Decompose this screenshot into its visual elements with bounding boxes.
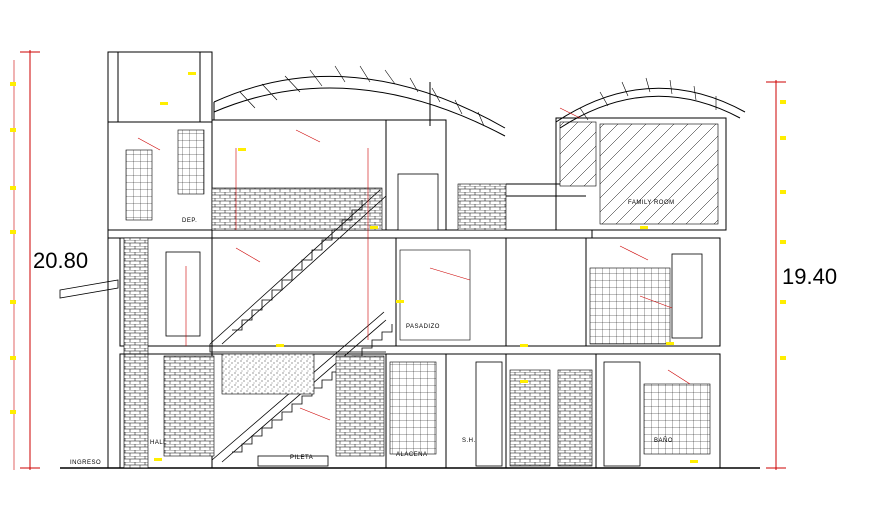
room-label-alacena: ALACENA: [396, 452, 428, 458]
right-height-dimension: 19.40: [782, 264, 837, 289]
room-label-family-room: FAMILY ROOM: [628, 200, 675, 206]
pileta-brick-wall: [335, 355, 385, 457]
bano-tile-wall: [643, 383, 711, 455]
bano-door: [603, 361, 641, 467]
right-roof-truss: [555, 77, 746, 129]
left-dimension-markers: [10, 82, 16, 414]
upper-door: [397, 173, 439, 231]
pasadizo-opening: [399, 249, 471, 341]
middle-right-tile-wall: [589, 267, 671, 345]
room-label-pasadizo: PASADIZO: [406, 324, 440, 330]
hall-brick-wall: [163, 355, 215, 457]
annotation-leaders: [137, 107, 691, 421]
upper-staircase: [209, 189, 387, 353]
left-height-dimension: 20.80: [33, 248, 88, 273]
left-roof-truss: [213, 65, 506, 137]
room-label-ingreso: INGRESO: [70, 460, 101, 466]
upper-brick-wall: [211, 187, 383, 231]
sh-door: [475, 361, 503, 467]
alacena-shelves: [389, 361, 437, 455]
sh-brick-column: [509, 369, 551, 467]
sh-brick-column-2: [557, 369, 593, 467]
upper-center-brick: [457, 183, 507, 231]
room-label-hall: HALL: [150, 440, 167, 446]
entrance-canopy: [59, 279, 119, 299]
room-label-pileta: PILETA: [290, 455, 313, 461]
level-markers: [154, 72, 698, 463]
middle-left-brick-column: [123, 237, 149, 469]
tower-window: [177, 129, 205, 195]
tower-tile-panel: [125, 149, 153, 221]
pileta-basin: [257, 455, 329, 467]
stair-landing-speckle: [221, 353, 315, 395]
lower-floor-frame: [119, 353, 721, 469]
middle-right-door: [671, 253, 703, 339]
middle-door: [165, 251, 201, 337]
room-label-dep: DEP.: [182, 218, 197, 224]
right-stair-tower: [559, 121, 597, 187]
room-label-sh: S.H.: [462, 438, 476, 444]
room-label-bano: BAÑO: [654, 437, 673, 444]
family-room-glazing: [599, 123, 719, 225]
right-dimension-line: [766, 80, 786, 470]
right-dimension-markers: [780, 100, 786, 360]
